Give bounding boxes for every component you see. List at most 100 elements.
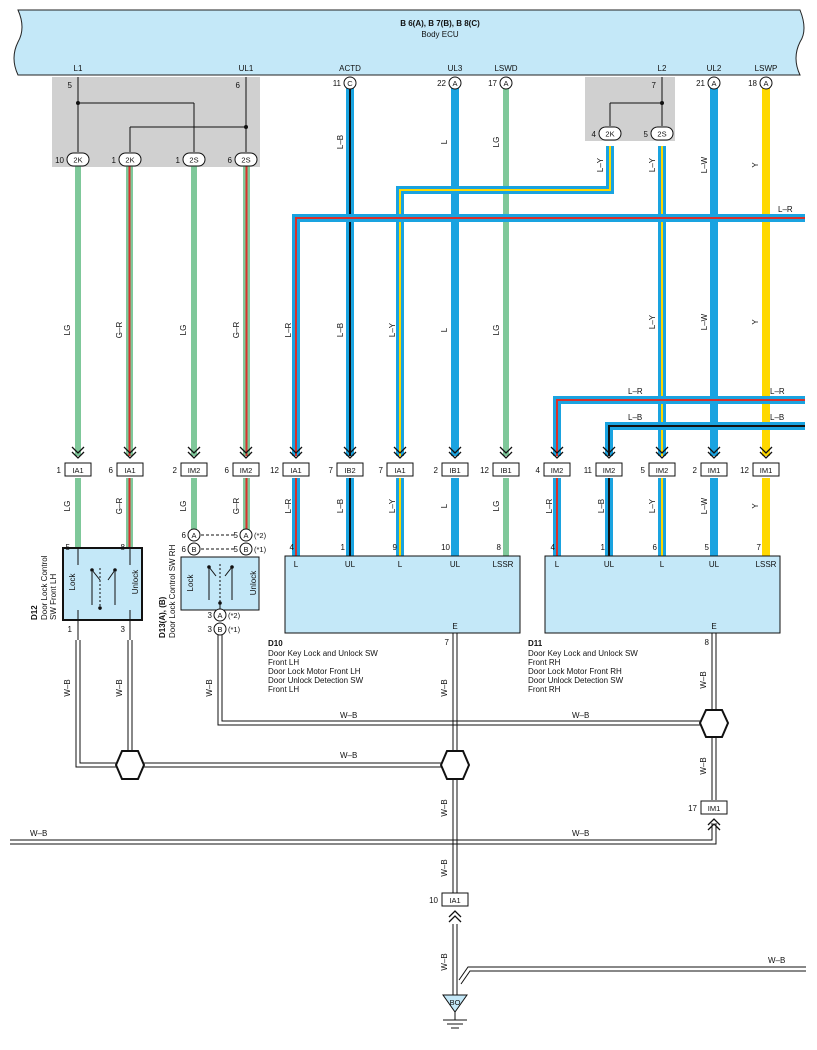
wire-label: L–B (770, 413, 784, 422)
wire-label: G–R (115, 498, 124, 515)
wire-label: W–B (340, 711, 357, 720)
pin-actd: 11 (333, 79, 342, 88)
d11-pin: 4 (551, 543, 556, 552)
wire-labels: LG G–R LG G–R L–R L–B L–B L–Y L L LG LG … (63, 135, 793, 514)
ground-wires (10, 633, 806, 995)
conn-lswp: A (763, 79, 768, 88)
d13-pin: 6 (182, 531, 187, 540)
wire-label: L–Y (648, 498, 657, 513)
wire-label: L–R (778, 205, 793, 214)
d10-pin: 8 (497, 543, 502, 552)
wire-label: L–W (700, 497, 709, 514)
d12-name: Door Lock Control (40, 555, 49, 620)
wire-ly-left (396, 146, 614, 556)
pin-ul1: 6 (236, 81, 241, 90)
ground-splice-points (114, 709, 730, 780)
wires-lg (75, 88, 509, 556)
conn-lswd: A (503, 79, 508, 88)
d12-pin: 3 (121, 625, 126, 634)
wire-label: W–B (440, 679, 449, 696)
junction-id: IM1 (708, 466, 721, 475)
wire-label: W–B (699, 671, 708, 688)
junction-id: IA1 (124, 466, 135, 475)
wire-label: LG (179, 501, 188, 512)
d10-desc-line: Door Key Lock and Unlock SW (268, 649, 378, 658)
junction-pin: 1 (57, 466, 62, 475)
splice-pin: 1 (176, 156, 181, 165)
d10-box (284, 555, 521, 634)
splice-lines-left (77, 77, 247, 152)
d10-desc-line: Front LH (268, 658, 299, 667)
junction-pin: 2 (173, 466, 178, 475)
wire-label: L–Y (596, 157, 605, 172)
d11-e-label: E (711, 622, 716, 631)
wire-label: LG (63, 325, 72, 336)
ia1-lower-pin: 10 (429, 896, 438, 905)
d10-pin: 10 (441, 543, 450, 552)
wire-label: L (440, 327, 449, 332)
d13-pin: 3 (208, 611, 213, 620)
wire-lb-actd (346, 88, 354, 556)
d13-note: (*2) (228, 611, 241, 620)
wire-label: LG (179, 325, 188, 336)
junction-id: IM2 (656, 466, 669, 475)
d12-lock-label: Lock (68, 573, 77, 591)
d10-term-label: UL (345, 560, 356, 569)
splice-id: 2S (657, 130, 666, 139)
d11-code: D11 (528, 639, 543, 648)
junction-ids: IA1 IA1 IM2 IM2 IA1 IB2 IA1 IB1 IB1 IM2 … (57, 466, 773, 475)
wire-label: L (440, 503, 449, 508)
conn-ul3: A (452, 79, 457, 88)
d13-pin: 5 (234, 531, 239, 540)
d10-desc-line: Door Lock Motor Front LH (268, 667, 361, 676)
d13-connectors (187, 528, 253, 556)
wire-label: LG (492, 325, 501, 336)
d13-contact (207, 565, 211, 569)
d12-pin: 5 (66, 543, 71, 552)
junction-id: IM1 (760, 466, 773, 475)
junction-id: IB2 (344, 466, 355, 475)
splice-dot (76, 101, 80, 105)
junction-id: IM2 (551, 466, 564, 475)
term-ul1: UL1 (239, 64, 254, 73)
splice-id: 2K (125, 156, 134, 165)
wire-lr-upper (292, 214, 805, 556)
wire-label: Y (751, 503, 760, 509)
junction-pin: 12 (480, 466, 489, 475)
wire-label: W–B (699, 757, 708, 774)
d12-contact (90, 568, 94, 572)
wire-label: L–R (284, 322, 293, 337)
wire-label: LG (492, 137, 501, 148)
d12-name: SW Front LH (49, 574, 58, 620)
junction-pin: 12 (740, 466, 749, 475)
d13-pin: 3 (208, 625, 213, 634)
d10-description: D10 Door Key Lock and Unlock SW Front LH… (268, 639, 378, 694)
d13-code: D13(A), (B) (158, 596, 167, 638)
wire-lr-lower (553, 396, 805, 556)
term-l1: L1 (74, 64, 83, 73)
junction-id: IA1 (394, 466, 405, 475)
d10-desc-line: Door Unlock Detection SW (268, 676, 364, 685)
wire-label: L–R (628, 387, 643, 396)
d13-conn: A (243, 531, 248, 540)
pin-lswp: 18 (748, 79, 757, 88)
junction-id: IM2 (188, 466, 201, 475)
d12-unlock-label: Unlock (131, 569, 140, 594)
wire-label: G–R (232, 322, 241, 339)
im1-lower (700, 800, 728, 831)
d11-term-label: L (660, 560, 665, 569)
splice-id: 2S (241, 156, 250, 165)
wire-label: W–B (205, 679, 214, 696)
term-ul3: UL3 (448, 64, 463, 73)
junction-pin: 7 (379, 466, 384, 475)
term-ul2: UL2 (707, 64, 722, 73)
ia1-lower (441, 892, 469, 923)
ecu-name: Body ECU (421, 30, 459, 39)
d10-term-label: L (398, 560, 403, 569)
d10-term-label: LSSR (493, 560, 514, 569)
junction-pin: 6 (225, 466, 230, 475)
wire-label: LG (63, 501, 72, 512)
pin-lswd: 17 (488, 79, 497, 88)
junction-pin: 6 (109, 466, 114, 475)
wire-label: Y (751, 319, 760, 325)
